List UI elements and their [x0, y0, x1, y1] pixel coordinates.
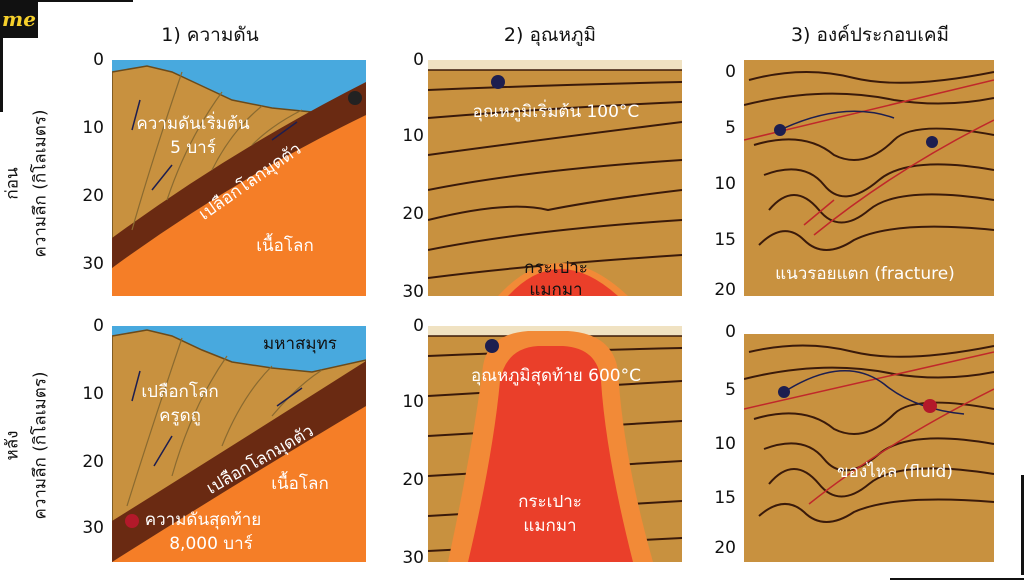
tick-p3b-5: 5 [725, 118, 736, 138]
temperature-after-diagram [428, 326, 682, 562]
temperature-before-diagram [428, 60, 682, 296]
corner-mark-top [0, 38, 3, 112]
pressure-before-diagram [112, 60, 366, 296]
ocean-label: มหาสมุทร [263, 334, 337, 354]
depth-axis-label-before: ความลึก (กิโลเมตร) [30, 109, 51, 258]
mantle-label-after: เนื้อโลก [271, 474, 329, 494]
tick-p1a-0: 0 [93, 316, 104, 336]
column-title-pressure: 1) ความดัน [161, 24, 259, 46]
tick-p1a-30: 30 [82, 518, 104, 538]
fluid-label: ของไหล (fluid) [837, 462, 953, 482]
pressure-start-label: ความดันเริ่มต้น [136, 114, 250, 134]
pressure-end-value: 8,000 บาร์ [169, 534, 253, 554]
magma-label-after-2: แมกมา [523, 516, 577, 536]
chemistry-after-diagram [744, 334, 994, 562]
tick-p1b-30: 30 [82, 254, 104, 274]
crust-label: เปลือกโลก [141, 382, 219, 402]
magma-label-before: กระเปาะ [524, 258, 588, 278]
fracture-label: แนวรอยแตก (fracture) [775, 264, 955, 284]
tick-p1b-10: 10 [82, 118, 104, 138]
tick-p3b-15: 15 [714, 230, 736, 250]
pressure-after-diagram [112, 326, 366, 562]
mantle-label: เนื้อโลก [256, 236, 314, 256]
depth-axis-label-after: ความลึก (กิโลเมตร) [30, 371, 51, 520]
tick-p2a-30: 30 [402, 548, 424, 568]
corner-mark-bottom-line [890, 578, 1024, 580]
tick-p1b-20: 20 [82, 186, 104, 206]
corner-mark-top-line [38, 0, 133, 2]
tick-p2b-30: 30 [402, 282, 424, 302]
pressure-start-value: 5 บาร์ [170, 138, 216, 158]
row-label-before: ก่อน [2, 167, 23, 200]
tick-p3a-15: 15 [714, 488, 736, 508]
tick-p2b-0: 0 [413, 50, 424, 70]
tick-p3b-10: 10 [714, 174, 736, 194]
tick-p1a-20: 20 [82, 452, 104, 472]
temp-end-label: อุณหภูมิสุดท้าย 600°C [471, 366, 641, 386]
tick-p2a-20: 20 [402, 470, 424, 490]
tick-p2a-10: 10 [402, 392, 424, 412]
tick-p3a-0: 0 [725, 322, 736, 342]
brand-logo: me [0, 0, 38, 38]
temp-start-label: อุณหภูมิเริ่มต้น 100°C [472, 102, 640, 122]
tick-p3a-20: 20 [714, 538, 736, 558]
column-title-chemistry: 3) องค์ประกอบเคมี [790, 24, 950, 46]
tick-p1a-10: 10 [82, 384, 104, 404]
crust-label-2: ครูดถู [159, 406, 201, 426]
tick-p2b-10: 10 [402, 126, 424, 146]
chemistry-before-diagram [744, 60, 994, 296]
pressure-end-label: ความดันสุดท้าย [144, 510, 262, 530]
tick-p1b-0: 0 [93, 50, 104, 70]
corner-mark-bottom [1021, 475, 1024, 575]
column-title-temperature: 2) อุณหภูมิ [503, 24, 597, 46]
tick-p2b-20: 20 [402, 204, 424, 224]
tick-p3b-20: 20 [714, 280, 736, 300]
tick-p3a-5: 5 [725, 380, 736, 400]
magma-label-before-2: แมกมา [529, 280, 583, 300]
tick-p2a-0: 0 [413, 316, 424, 336]
tick-p3b-0: 0 [725, 62, 736, 82]
row-label-after: หลัง [2, 430, 23, 461]
tick-p3a-10: 10 [714, 434, 736, 454]
magma-label-after: กระเปาะ [518, 492, 582, 512]
